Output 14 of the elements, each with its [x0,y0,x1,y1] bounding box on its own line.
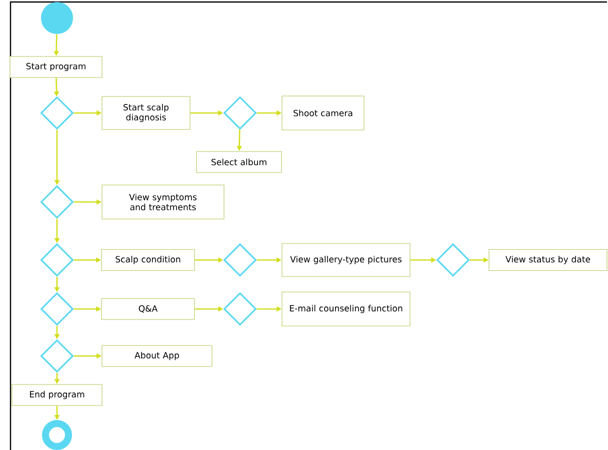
process-box: About App [102,345,212,367]
process-box: View symptoms and treatments [102,184,224,220]
process-box: Select album [196,151,282,173]
end-circle [42,420,72,450]
process-box: Q&A [101,298,195,320]
process-box: View gallery-type pictures [282,243,410,277]
process-box: Start scalp diagnosis [102,96,190,130]
process-box: View status by date [488,249,608,271]
process-box: Start program [10,56,102,78]
process-box: E-mail counseling function [282,292,410,326]
process-box: Shoot camera [282,96,364,130]
process-box: Scalp condition [101,249,195,271]
start-circle [41,2,73,34]
process-box: End program [12,384,102,406]
